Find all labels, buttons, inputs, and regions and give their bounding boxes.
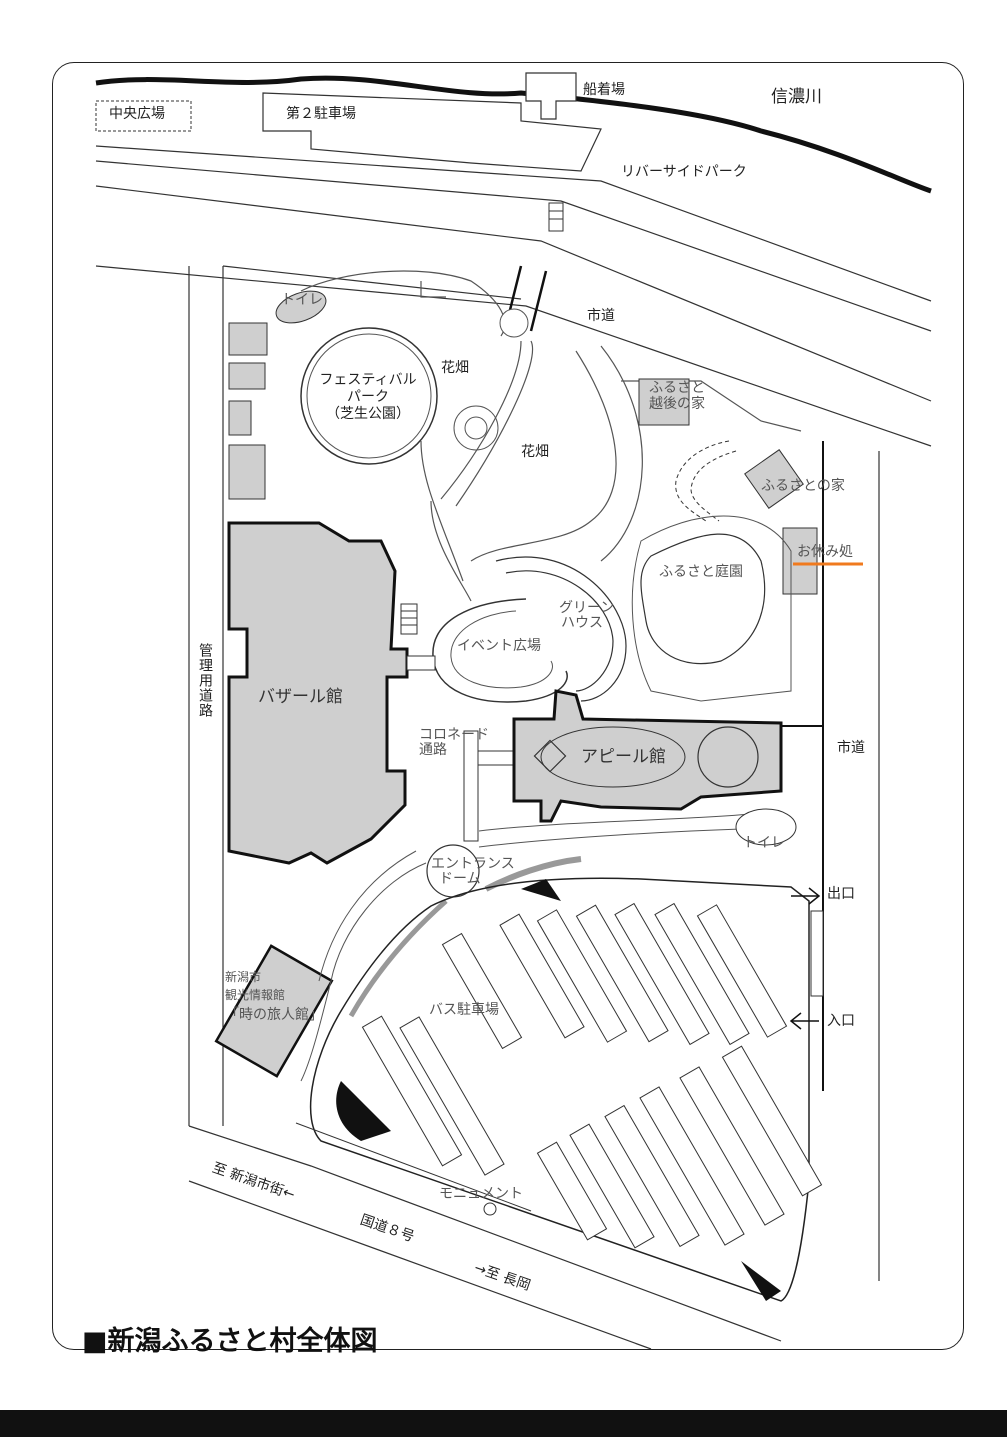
label-toilet-top: トイレ: [281, 292, 323, 308]
small-building-3: [228, 400, 252, 436]
garden-pond: [640, 533, 766, 665]
label-flowerbed-1: 花畑: [441, 360, 469, 376]
furusato-house-building: [744, 449, 804, 509]
site-map: [95, 72, 932, 1349]
label-riverside-park: リバーサイドパーク: [621, 164, 747, 180]
label-colonnade-1: コロネード: [419, 727, 489, 743]
label-garden: ふるさと庭園: [659, 564, 743, 580]
tourism-center-building: [214, 944, 334, 1078]
toilet-bottom-building: [735, 808, 797, 846]
parking2-outline: [262, 92, 602, 172]
entrance-canopy: [484, 856, 582, 892]
monument-marker: [483, 1202, 497, 1216]
label-flowerbed-2: 花畑: [521, 444, 549, 460]
bottom-bar: [0, 1410, 1007, 1437]
label-management-road: 管理用道路: [197, 643, 213, 718]
label-parking2: 第２駐車場: [286, 106, 356, 122]
label-bazaar: バザール館: [258, 687, 343, 707]
label-city-road-right: 市道: [837, 740, 865, 756]
label-festival-park-3: （芝生公園）: [326, 406, 410, 422]
label-rest-area: お休み処: [797, 544, 853, 560]
label-boat-dock: 船着場: [583, 82, 625, 98]
rest-area-building: [782, 527, 818, 595]
label-festival-park-2: パーク: [347, 389, 389, 405]
bazaar-stairs: [400, 603, 418, 635]
greenhouse-outline: [505, 570, 614, 692]
label-greenhouse-1: グリーン: [559, 600, 615, 616]
small-building-2: [228, 362, 266, 390]
route8-road: [188, 1125, 782, 1342]
stairs-riverside: [548, 202, 564, 232]
label-bus-parking: バス駐車場: [429, 1002, 499, 1018]
label-exit: 出口: [827, 886, 855, 902]
small-building-4: [228, 444, 266, 500]
map-title: ■新潟ふるさと村全体図: [82, 1326, 378, 1357]
label-echigo-house-2: 越後の家: [649, 396, 705, 412]
entrance-arrow: [789, 1012, 819, 1030]
appeal-building: [512, 689, 783, 823]
label-event-plaza: イベント広場: [457, 638, 541, 654]
bus-parking-lot: [309, 877, 810, 1302]
label-monument: モニュメント: [439, 1186, 523, 1202]
river-bank: [95, 75, 932, 194]
map-frame: 中央広場 第２駐車場 船着場 信濃川 リバーサイドパーク 市道 トイレ フェステ…: [52, 62, 964, 1350]
label-festival-park-1: フェスティバル: [319, 372, 417, 388]
boat-dock-pier: [525, 72, 577, 120]
bazaar-building: [227, 521, 409, 865]
colonnade-walkway: [463, 730, 479, 842]
parking-stalls: [361, 902, 823, 1249]
label-echigo-house-1: ふるさと: [649, 380, 705, 396]
label-furusato-house: ふるさとの家: [761, 478, 845, 494]
exit-arrow: [791, 887, 821, 905]
label-colonnade-2: 通路: [419, 742, 447, 758]
garden-stream: [675, 440, 730, 522]
roundabout: [453, 405, 499, 451]
central-plaza-box: [95, 100, 192, 132]
gate-booth: [810, 910, 824, 997]
label-appeal: アピール館: [581, 747, 666, 767]
label-entrance-dome-1: エントランス: [431, 856, 515, 872]
echigo-house-building: [638, 378, 690, 426]
label-tourism-center-2: 観光情報館: [225, 988, 286, 1002]
label-greenhouse-2: ハウス: [561, 615, 603, 631]
label-city-road-top: 市道: [587, 308, 615, 324]
festival-park-lawn: [300, 327, 438, 465]
label-entrance: 入口: [827, 1013, 855, 1029]
small-building-1: [228, 322, 268, 356]
toilet-top-building: [275, 290, 327, 324]
label-shinano-river: 信濃川: [771, 87, 822, 107]
label-tourism-center-1: 新潟市: [225, 970, 262, 984]
label-central-plaza: 中央広場: [109, 106, 165, 122]
label-entrance-dome-2: ドーム: [439, 871, 481, 887]
label-tourism-center-3: 「時の旅人館」: [225, 1007, 323, 1023]
label-toilet-bottom: トイレ: [743, 835, 785, 851]
